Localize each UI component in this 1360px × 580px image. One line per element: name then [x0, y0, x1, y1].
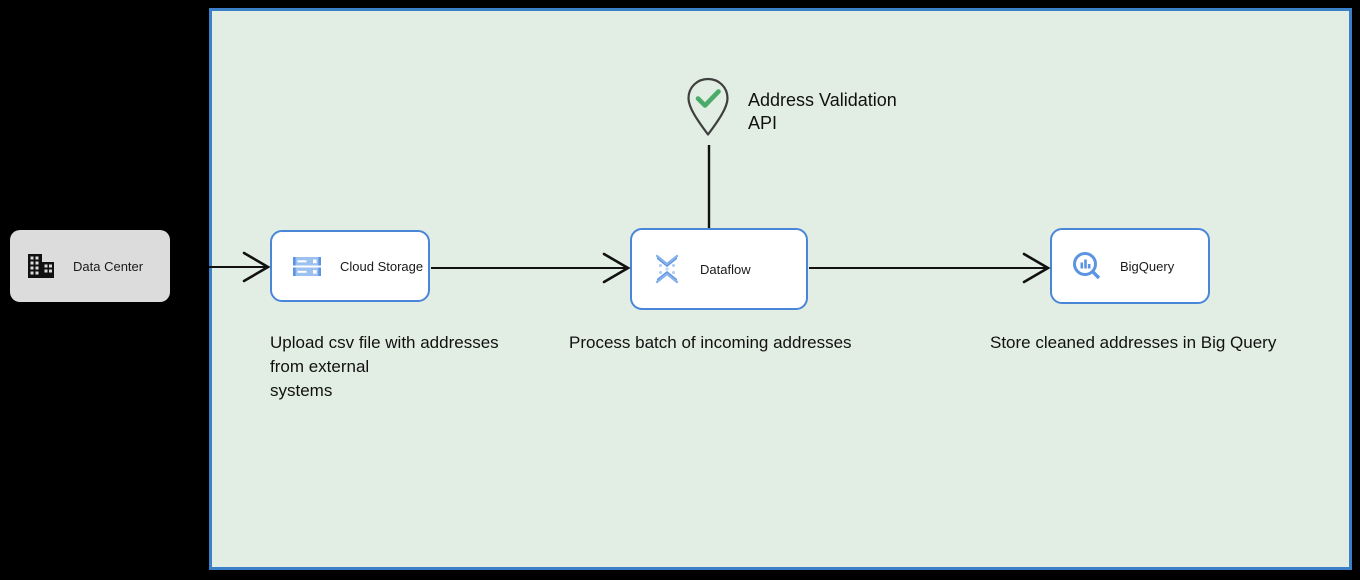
node-data-center-label: Data Center [73, 258, 144, 274]
caption-process: Process batch of incoming addresses [569, 333, 852, 352]
external-api-label: Address Validation API [748, 90, 897, 133]
cloud-storage-icon [293, 257, 321, 276]
bigquery-icon [1073, 252, 1101, 280]
node-cloud-storage[interactable]: Cloud Storage [270, 230, 430, 302]
node-cloud-storage-label: Cloud Storage [340, 258, 424, 274]
caption-upload: Upload csv file with addresses from exte… [270, 333, 499, 400]
node-dataflow-label: Dataflow [700, 261, 751, 277]
node-dataflow[interactable]: Dataflow [630, 228, 808, 310]
caption-store: Store cleaned addresses in Big Query [990, 333, 1277, 352]
dataflow-icon [655, 254, 679, 284]
node-data-center[interactable]: Data Center [10, 230, 170, 302]
node-bigquery-label: BigQuery [1120, 258, 1175, 274]
map-pin-check-icon [684, 76, 732, 138]
node-bigquery[interactable]: BigQuery [1050, 228, 1210, 304]
building-icon [28, 254, 54, 278]
